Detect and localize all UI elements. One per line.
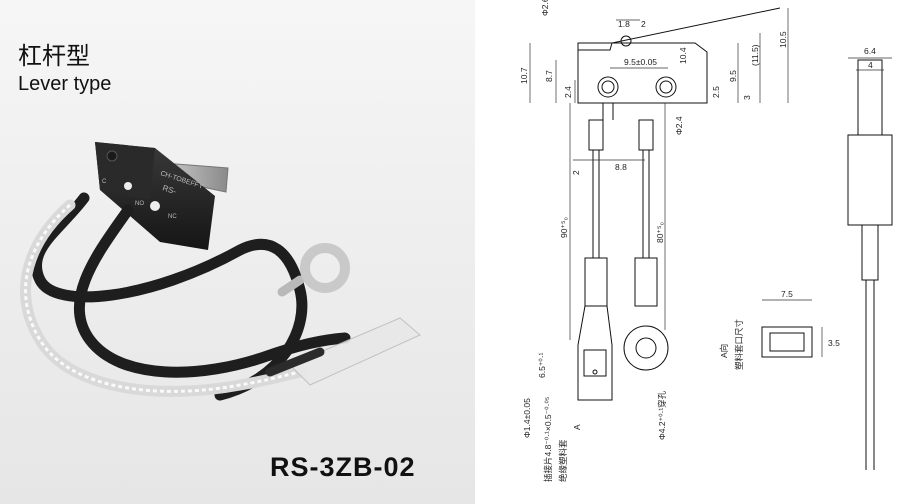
dim-phi14: Φ1.4±0.05 [522,398,532,438]
side-view-lever [857,59,883,136]
title-english: Lever type [18,73,112,95]
crimp-bottom-2 [634,257,658,307]
switch-photo: CH-TOBEFFY RS- C NO NC [20,142,421,401]
white-wire-braid [24,203,301,393]
ring-terminal-outline [623,325,669,371]
dim-2-4: 2.4 [563,86,573,98]
technical-drawing: Φ2.6 1.8 2 10.7 8.7 2.4 9.5±0.05 10.4 9.… [519,0,893,482]
dim-3-5: 3.5 [828,338,840,348]
sleeve-mouth-outer [761,326,813,358]
label-sleeve-mouth: 塑料套口尺寸 [734,318,744,370]
label-a: A [572,424,582,430]
dim-90: 90⁺⁵₀ [559,217,569,238]
insulated-sleeve [289,317,421,386]
dim-phi42: Φ4.2⁺⁰·¹穿孔 [657,390,667,440]
dim-6-4: 6.4 [864,46,876,56]
mounting-hole-icon [150,201,160,211]
dim-phi24: Φ2.4 [674,116,684,135]
dim-10-5: 10.5 [778,31,788,48]
model-number: RS-3ZB-02 [270,452,416,482]
label-a-view: A向 [719,344,729,358]
terminal-hole-1 [597,76,619,98]
dim-2-5: 2.5 [711,86,721,98]
dim-9-5-tol: 9.5±0.05 [624,57,657,67]
terminal-hole-2 [655,76,677,98]
black-wire-2 [73,204,351,378]
switch-series-mark: RS- [161,183,177,196]
crimp-top-2 [638,119,654,151]
lever-line [611,7,781,44]
crimp-section [265,347,325,377]
crimp-bottom-1 [584,257,608,307]
switch-outline [577,42,708,104]
dim-4: 4 [868,60,873,70]
ring-terminal-neck [277,275,305,297]
crimp-top-1 [588,119,604,151]
dim-80: 80⁺⁵₀ [655,222,665,243]
black-wire [30,192,308,401]
side-view-body [847,134,893,226]
terminal-nc-mark: NC [168,214,177,220]
terminal-no-mark: NO [135,201,144,207]
dim-11-5: (11.5) [750,44,760,66]
dim-9-5: 9.5 [728,70,738,82]
dim-6-5: 6.5⁺⁰·¹ [537,352,547,378]
terminal-c-mark: C [102,179,107,185]
product-photo-panel: 杠杆型 Lever type CH-TOBEFFY RS- C NO [0,0,475,504]
dim-2: 2 [641,19,646,29]
dim-1-8: 1.8 [618,19,630,29]
dim-8-7: 8.7 [544,70,554,82]
dim-8-8: 8.8 [615,162,627,172]
dim-7-5: 7.5 [781,289,793,299]
mounting-hole-icon [124,182,132,190]
flag-terminal [577,305,613,401]
dim-10-4: 10.4 [678,47,688,64]
lever-pivot [620,35,632,47]
dim-insert-tab: 插接片4.8⁻⁰·¹×0.5⁻⁰·⁰⁵ [543,397,553,482]
title-chinese: 杠杆型 [18,42,90,70]
dim-phi26: Φ2.6 [540,0,550,16]
label-sleeve: 绝缘塑料套 [558,439,568,482]
dim-10-7: 10.7 [519,67,529,84]
mounting-hole-icon [106,150,118,162]
dim-2b: 2 [571,170,581,175]
ring-terminal-icon [300,243,350,293]
dim-3: 3 [742,95,752,100]
